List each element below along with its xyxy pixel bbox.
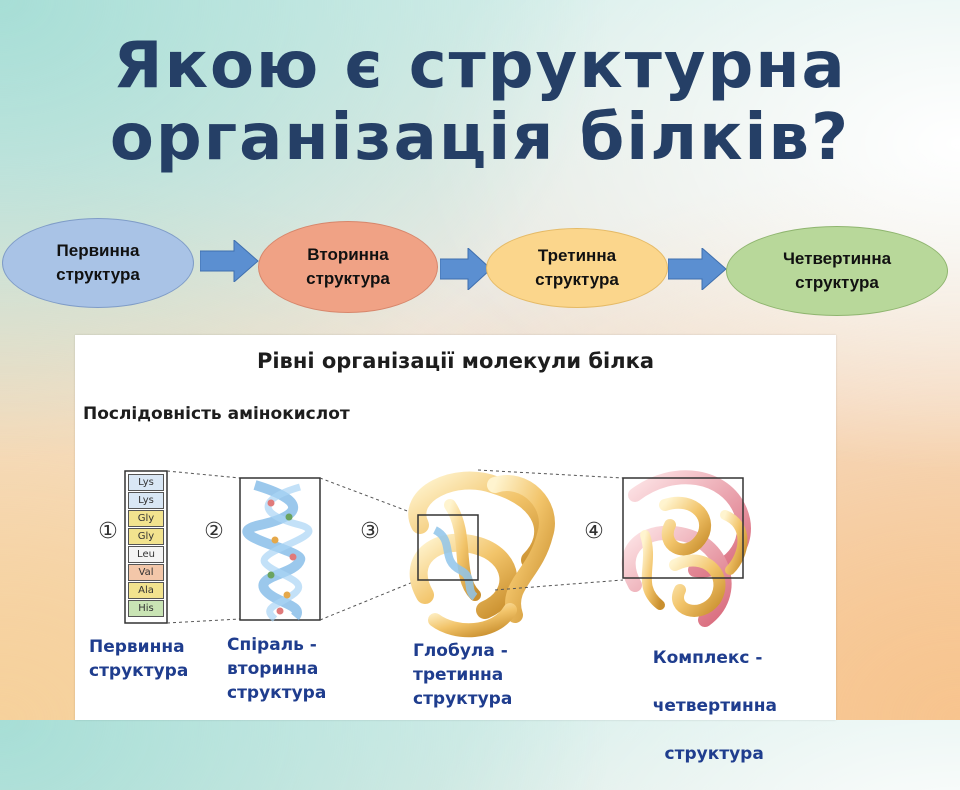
connector-2-3-bottom: [319, 579, 419, 621]
amino-acid-lys-2: Lys: [128, 492, 164, 509]
caption-secondary-line1: Спіраль -: [227, 635, 317, 655]
level-number-1: ①: [98, 519, 118, 544]
flow-step-secondary-line2: структура: [306, 269, 390, 288]
caption-secondary-line2: вторинна: [227, 659, 319, 679]
level-number-3: ③: [360, 519, 380, 544]
level-number-4: ④: [584, 519, 604, 544]
caption-primary-line1: Первинна: [89, 637, 185, 657]
flow-step-quaternary: Четвертинна структура: [726, 226, 948, 316]
flow-step-tertiary: Третинна структура: [486, 228, 668, 308]
complex-shape: [621, 470, 751, 627]
globule-focus-frame: [417, 514, 479, 581]
connector-1-2-top: [166, 470, 241, 479]
amino-acid-gly-1: Gly: [128, 510, 164, 527]
caption-tertiary-line2: третинна: [413, 665, 504, 685]
globule-helix-segment: [432, 526, 478, 601]
flow-step-secondary: Вторинна структура: [258, 221, 438, 313]
flow-step-primary: Первинна структура: [2, 218, 194, 308]
caption-quaternary: Комплекс - четвертинна структура: [629, 622, 777, 790]
title-line-1: Якою є структурна: [113, 29, 847, 103]
helix-frame: [239, 477, 321, 621]
flow-arrow-2: [440, 248, 492, 290]
primary-sequence-frame: [124, 470, 168, 624]
caption-tertiary-line3: структура: [413, 689, 513, 709]
amino-acid-leu: Leu: [128, 546, 164, 563]
protein-illustration: [124, 469, 751, 638]
connector-2-3-top: [319, 477, 419, 516]
caption-quaternary-line1: Комплекс -: [652, 648, 763, 668]
helix-atoms: [267, 499, 297, 615]
flow-step-secondary-line1: Вторинна: [307, 245, 389, 264]
amino-acid-val: Val: [128, 564, 164, 581]
connector-1-2-bottom: [166, 618, 241, 624]
caption-primary: Первинна структура: [89, 635, 188, 683]
caption-secondary-line3: структура: [227, 683, 327, 703]
amino-acid-lys-1: Lys: [128, 474, 164, 491]
caption-secondary: Спіраль - вторинна структура: [227, 633, 326, 705]
globule-shape: [408, 471, 555, 638]
caption-primary-line2: структура: [89, 661, 189, 681]
title-line-2: організація білків?: [109, 101, 851, 175]
amino-acid-gly-2: Gly: [128, 528, 164, 545]
page-title: Якою є структурна організація білків?: [0, 30, 960, 174]
caption-quaternary-line2: четвертинна: [652, 696, 777, 716]
caption-tertiary-line1: Глобула -: [413, 641, 508, 661]
amino-acid-his: His: [128, 600, 164, 617]
caption-quaternary-line3: структура: [652, 744, 764, 764]
figure-title: Рівні організації молекули білка: [256, 349, 655, 373]
complex-focus-frame: [622, 477, 744, 579]
flow-step-quaternary-line1: Четвертинна: [782, 249, 892, 268]
connector-3-4-top: [477, 469, 624, 479]
level-number-2: ②: [204, 519, 224, 544]
amino-acid-ala: Ala: [128, 582, 164, 599]
flow-step-primary-line2: структура: [56, 265, 140, 284]
flow-arrow-3: [668, 248, 727, 290]
protein-levels-figure: Рівні організації молекули білка Послідо…: [75, 335, 836, 764]
caption-tertiary: Глобула - третинна структура: [413, 639, 512, 711]
flow-step-tertiary-line1: Третинна: [537, 246, 617, 265]
flow-step-quaternary-line2: структура: [795, 273, 879, 292]
figure-subtitle: Послідовність амінокислот: [83, 404, 350, 424]
flow-step-primary-line1: Первинна: [56, 241, 140, 260]
flow-step-tertiary-line2: структура: [535, 270, 619, 289]
flow-arrow-1: [200, 240, 259, 282]
